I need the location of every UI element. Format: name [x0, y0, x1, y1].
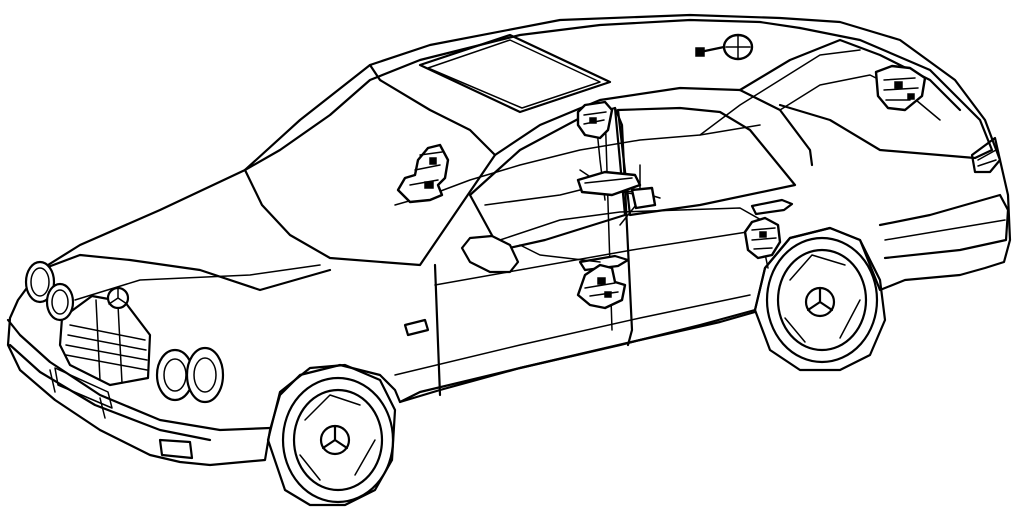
car-body — [6, 13, 1012, 467]
three-pointed-star-icon — [804, 286, 836, 318]
rear-door-handle — [750, 198, 794, 216]
side-marker — [403, 318, 430, 337]
trunk-lock-actuator — [874, 64, 927, 112]
front-bumper — [6, 318, 272, 432]
front-door-edge — [433, 263, 442, 397]
license-plate — [54, 367, 113, 409]
hood — [38, 253, 332, 292]
front-left-door-lock-actuator — [396, 143, 450, 204]
front-right-door-lock-actuator — [576, 263, 627, 310]
windshield — [243, 63, 497, 267]
grille — [58, 294, 152, 387]
sunroof — [418, 33, 612, 114]
trunk-lid — [778, 26, 994, 160]
fog-light — [158, 438, 194, 460]
tail-light — [970, 136, 1002, 174]
side-window-frame — [493, 86, 814, 167]
b-pillar-lock-component — [576, 100, 614, 140]
side-mirror — [460, 234, 520, 274]
center-control-module — [576, 170, 657, 210]
three-pointed-star-icon — [106, 286, 130, 310]
car-front — [6, 253, 332, 460]
front-wheel — [266, 363, 397, 507]
front-door-handle — [578, 254, 630, 272]
fuel-flap-actuator — [695, 33, 754, 61]
rear-wheel — [753, 226, 887, 372]
left-headlights — [24, 260, 75, 322]
three-pointed-star-icon — [319, 424, 351, 456]
rear-bumper — [878, 193, 1010, 260]
rear-window — [738, 38, 962, 112]
rear-right-door-lock-actuator — [743, 216, 782, 260]
rocker-sill — [398, 310, 757, 404]
rear-side-window — [616, 106, 797, 217]
right-headlights — [155, 346, 225, 404]
